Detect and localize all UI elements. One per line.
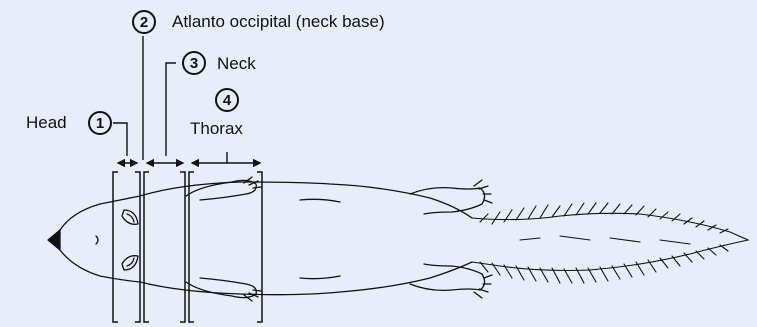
marker-2-icon: 2	[132, 10, 156, 34]
leader-neck	[166, 63, 176, 156]
dimension-arrows	[118, 152, 260, 163]
leader-head	[113, 123, 127, 156]
marker-3-icon: 3	[182, 51, 206, 75]
ferret-tail	[472, 203, 748, 283]
head-label: Head	[26, 114, 67, 131]
head-region-box	[113, 172, 140, 322]
leader-lines	[113, 36, 176, 160]
marker-4-icon: 4	[215, 88, 239, 112]
thorax-label: Thorax	[190, 120, 243, 137]
atlanto-label: Atlanto occipital (neck base)	[172, 13, 385, 30]
marker-1-icon: 1	[88, 111, 112, 135]
marker-2-number: 2	[140, 14, 148, 31]
marker-1-number: 1	[96, 115, 104, 132]
atlanto-region-box	[144, 172, 185, 322]
ferret-outline-icon	[48, 177, 492, 301]
marker-3-number: 3	[190, 55, 198, 72]
marker-4-number: 4	[223, 92, 231, 109]
neck-label: Neck	[217, 55, 256, 72]
